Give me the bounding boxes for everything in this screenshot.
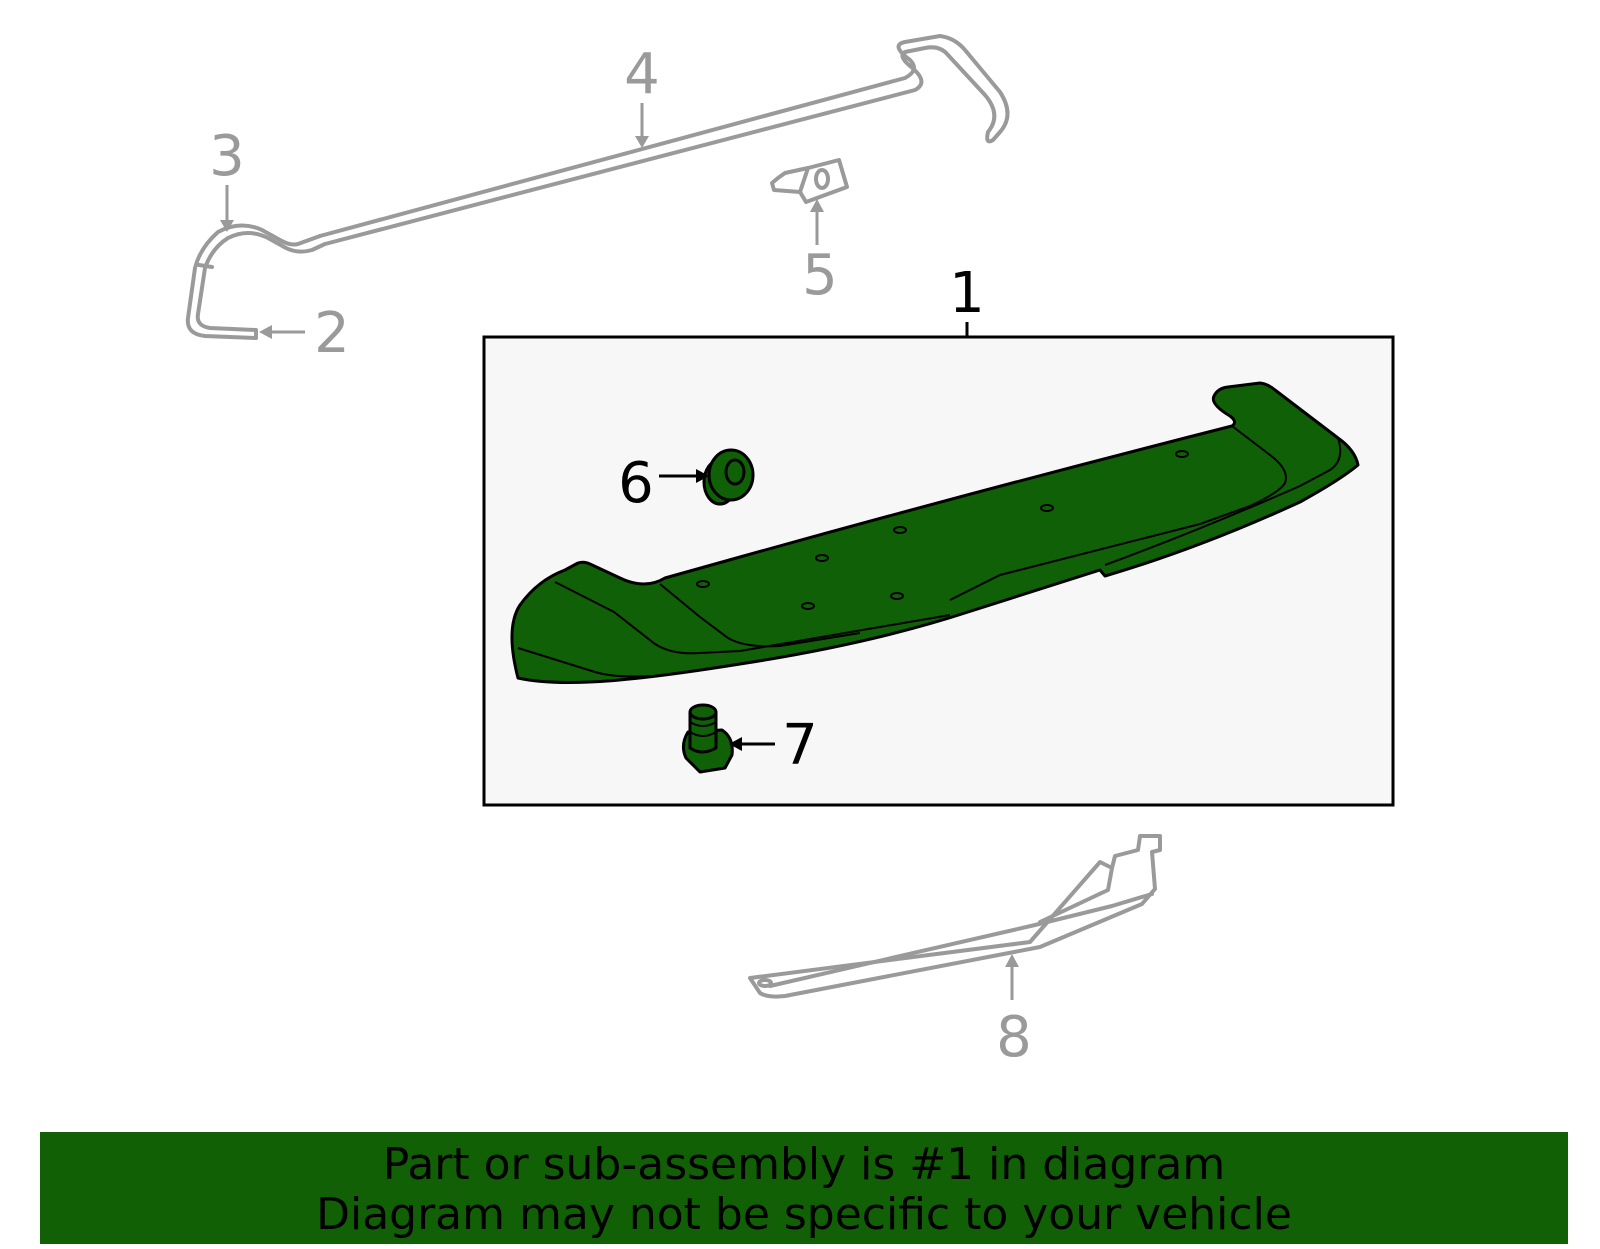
callout-6: 6 — [618, 451, 654, 516]
part-5-clip — [770, 158, 849, 204]
banner-line-2: Diagram may not be specific to your vehi… — [316, 1189, 1292, 1240]
leader-arrows — [220, 103, 1019, 1000]
part-4-rod — [318, 34, 1010, 246]
callout-2: 2 — [314, 301, 350, 366]
part-3-hose — [185, 223, 327, 340]
banner-line-1: Part or sub-assembly is #1 in diagram — [382, 1139, 1226, 1190]
callout-4: 4 — [624, 42, 660, 107]
callout-7: 7 — [782, 713, 818, 778]
callout-8: 8 — [996, 1005, 1032, 1070]
callout-5: 5 — [802, 243, 838, 308]
part-8-bracket — [748, 834, 1162, 999]
callout-1: 1 — [949, 261, 985, 326]
part-7-bolt — [681, 703, 734, 774]
disclaimer-banner: Part or sub-assembly is #1 in diagram Di… — [40, 1132, 1568, 1244]
callout-3: 3 — [209, 124, 245, 189]
part-1-spoiler — [510, 381, 1360, 684]
part-6-grommet — [702, 448, 755, 506]
